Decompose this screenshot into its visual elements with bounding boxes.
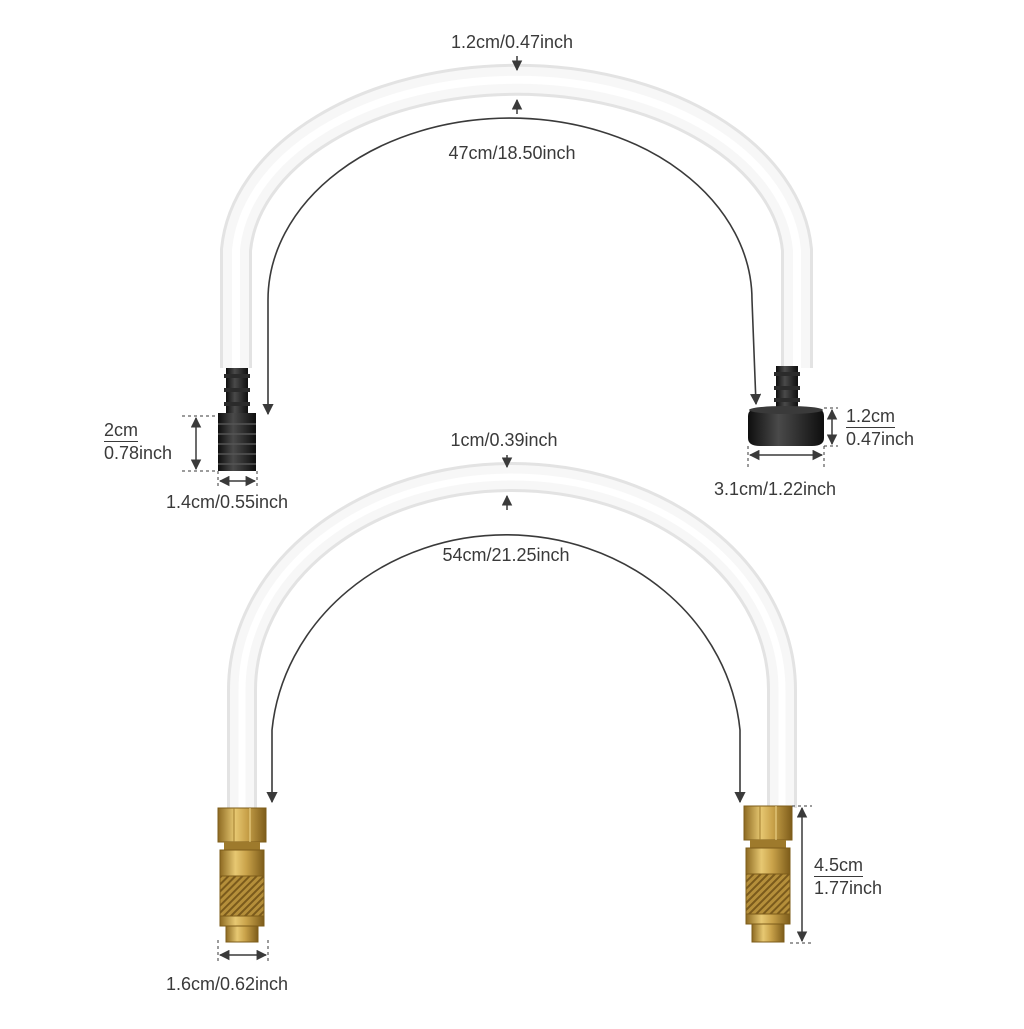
hose-top-right-fitting bbox=[748, 366, 824, 446]
left-fitting-height-label: 2cm 0.78inch bbox=[104, 419, 172, 464]
left-fitting-height-inch: 0.78inch bbox=[104, 443, 173, 463]
right-cap-height-cm: 1.2cm bbox=[846, 406, 896, 428]
left-fitting-height-cm: 2cm bbox=[104, 420, 139, 442]
right-cap-height-inch: 0.47inch bbox=[846, 429, 915, 449]
hose-bottom-left-coupler bbox=[217, 807, 267, 943]
right-coupler-height-inch: 1.77inch bbox=[814, 878, 883, 898]
right-cap-height-label: 1.2cm 0.47inch bbox=[846, 405, 914, 450]
hose-top-length-label: 47cm/18.50inch bbox=[448, 143, 576, 163]
right-cap-width-label: 3.1cm/1.22inch bbox=[714, 479, 837, 499]
hose-top bbox=[182, 56, 838, 488]
right-coupler-height-cm: 4.5cm bbox=[814, 855, 864, 877]
hose-bottom-length-arc bbox=[266, 534, 746, 804]
hose-bottom-right-coupler bbox=[743, 805, 793, 943]
hose-bottom bbox=[217, 455, 812, 962]
hose-top-length-arc bbox=[262, 117, 762, 416]
hose-top-left-fitting bbox=[218, 368, 256, 471]
hose-bottom-length-label: 54cm/21.25inch bbox=[442, 545, 570, 565]
hose-bottom-diameter-label: 1cm/0.39inch bbox=[450, 430, 558, 450]
hose-top-diameter-label: 1.2cm/0.47inch bbox=[450, 32, 574, 52]
right-coupler-height-label: 4.5cm 1.77inch bbox=[814, 854, 882, 899]
left-coupler-width-label: 1.6cm/0.62inch bbox=[166, 974, 289, 994]
left-fitting-width-label: 1.4cm/0.55inch bbox=[166, 492, 289, 512]
